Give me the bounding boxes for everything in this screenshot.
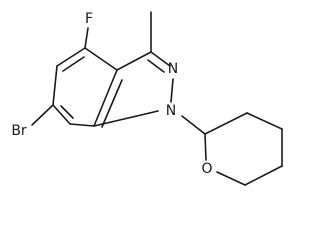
- bond-c6-c7: [52, 65, 58, 106]
- bond-c3-n2-double: [147, 59, 165, 73]
- bond-c5-fluorine: [84, 27, 89, 49]
- bond-c3a-c3: [116, 51, 152, 71]
- chemical-structure-diagram: F Br N N O: [11, 11, 283, 186]
- bond-c8-c7a: [69, 123, 95, 127]
- bond-o-c6prime: [216, 171, 246, 186]
- bond-c6prime-c5prime: [244, 165, 283, 186]
- bond-n2-n1: [170, 78, 174, 103]
- bond-c7-c8-inner: [60, 105, 74, 119]
- bond-c3-n2: [150, 51, 171, 67]
- bond-c7a-c4a-aromatic: [93, 69, 118, 127]
- bromine-label: Br: [11, 123, 27, 139]
- bond-c5-c6-inner: [62, 56, 85, 72]
- benzene-ring: [52, 47, 123, 128]
- nitrogen-2-label: N: [168, 61, 178, 77]
- pyrazole-ring: [93, 51, 174, 127]
- bond-c5-c6: [56, 47, 86, 67]
- bond-c4prime-c3prime: [246, 112, 283, 130]
- bond-c7-bromine: [31, 104, 54, 126]
- bond-c3prime-c2prime: [204, 112, 248, 135]
- bond-c7-c8: [52, 104, 71, 125]
- bond-c4a-c5: [84, 47, 118, 71]
- nitrogen-1-label: N: [166, 103, 176, 119]
- fluorine-label: F: [85, 11, 93, 27]
- tetrahydropyran-ring: [204, 112, 283, 186]
- bond-n1-c2prime: [181, 115, 206, 135]
- bond-n1-c7a: [93, 110, 159, 127]
- bond-c7a-c4a-inner: [101, 79, 123, 128]
- oxygen-label: O: [201, 161, 212, 177]
- bond-c2prime-o: [204, 133, 207, 161]
